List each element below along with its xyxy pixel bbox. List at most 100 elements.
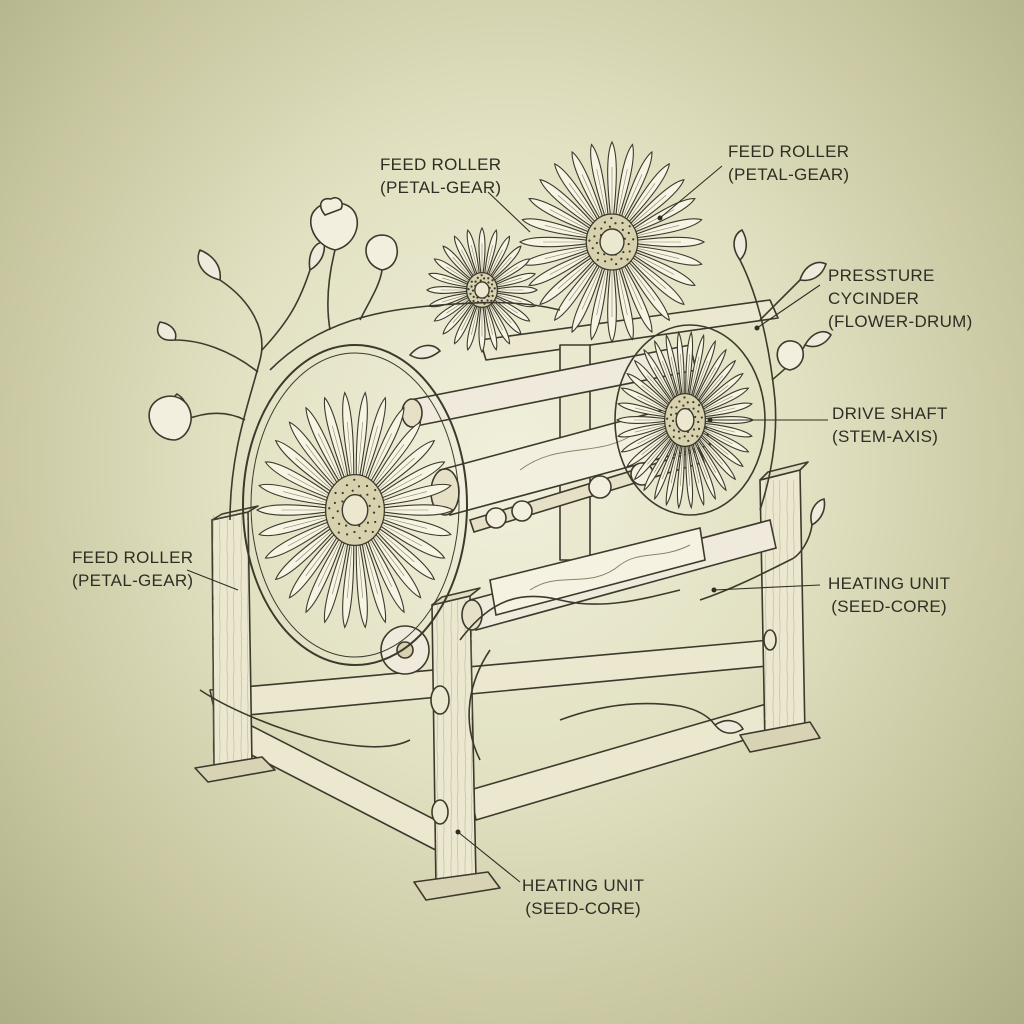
petal-vein: [287, 524, 328, 547]
seed-dot: [480, 274, 483, 277]
seed-dot: [603, 221, 607, 224]
petal-vein: [623, 267, 643, 310]
label-line: CYCINDER: [828, 289, 920, 308]
petal-vein: [283, 517, 326, 529]
petal-vein: [617, 168, 628, 214]
petal-vein: [647, 438, 670, 465]
seed-dot: [678, 437, 681, 440]
seed-dot: [378, 505, 381, 508]
petal-vein: [485, 245, 493, 273]
petal-vein: [647, 375, 670, 402]
petal-vein: [634, 407, 665, 416]
petal: [620, 150, 653, 221]
petal-vein: [596, 168, 607, 214]
petal-vein: [617, 270, 628, 316]
vines: [148, 196, 833, 761]
petal-vein: [497, 294, 522, 303]
seed-dot: [621, 221, 624, 225]
label-line: (PETAL-GEAR): [72, 571, 194, 590]
label-feed-roller-top-right: FEED ROLLER (PETAL-GEAR): [728, 140, 849, 186]
seed-dot: [338, 522, 341, 526]
petal-vein: [364, 425, 379, 476]
petal-vein: [557, 259, 592, 289]
petal-vein: [568, 264, 596, 301]
petal-vein: [623, 174, 643, 217]
petal-vein: [364, 544, 379, 595]
label-feed-roller-top-left: FEED ROLLER (PETAL-GEAR): [380, 153, 501, 199]
seed-dot: [621, 228, 624, 231]
seed-dot: [371, 530, 374, 534]
petal-vein: [317, 433, 341, 479]
petal-vein: [446, 266, 469, 282]
seed-dot: [345, 524, 348, 527]
petal-vein: [287, 473, 328, 496]
flower-gear-back: [615, 330, 755, 510]
petal-vein: [495, 266, 518, 282]
petal-vein: [679, 447, 684, 486]
seed-dot: [480, 299, 483, 302]
petal-vein: [295, 531, 331, 563]
label-line: (SEED-CORE): [831, 597, 947, 616]
petal: [305, 406, 344, 485]
petal-vein: [493, 302, 512, 324]
petal-vein: [347, 546, 353, 599]
petal-vein: [442, 294, 467, 303]
seed-dot: [372, 511, 376, 514]
petal-vein: [549, 209, 589, 230]
petal-vein: [382, 473, 423, 496]
petal-vein: [661, 360, 676, 396]
seed-dot: [346, 533, 349, 536]
seed-dot: [490, 290, 494, 293]
petal-vein: [697, 367, 716, 399]
seed-dot: [487, 295, 490, 298]
petal-vein: [704, 395, 733, 411]
seed-dot: [620, 257, 623, 260]
petal-vein: [641, 385, 668, 406]
petal-vein: [694, 360, 709, 396]
seed-dot: [672, 435, 675, 438]
seed-dot: [692, 407, 695, 410]
petal-vein: [384, 491, 427, 503]
petal-vein: [442, 277, 467, 286]
petal: [631, 250, 696, 286]
petal: [366, 535, 405, 614]
seed-dot: [353, 530, 356, 534]
petal-vein: [581, 174, 601, 217]
seed-dot: [490, 299, 493, 302]
seed-dot: [627, 231, 630, 235]
seed-dot: [604, 260, 607, 263]
seed-dot: [687, 439, 690, 442]
petal-vein: [634, 424, 665, 433]
petal: [620, 426, 669, 453]
seed-dot: [470, 280, 473, 283]
label-line: HEATING UNIT: [828, 574, 951, 593]
seed-dot: [678, 400, 681, 403]
seed-dot: [358, 536, 361, 540]
seed-dot: [615, 262, 618, 266]
petal-vein: [700, 438, 723, 465]
label-line: (FLOWER-DRUM): [828, 312, 973, 331]
petal-vein: [690, 356, 700, 394]
label-line: DRIVE SHAFT: [832, 404, 948, 423]
seed-dot: [471, 289, 475, 292]
seed-dot: [341, 500, 344, 503]
petal: [377, 520, 446, 559]
seed-dot: [486, 299, 489, 302]
petal: [361, 538, 387, 624]
seed-dot: [627, 242, 630, 246]
seed-dot: [472, 295, 475, 298]
seed-dot: [675, 406, 678, 409]
petal-vein: [697, 441, 716, 473]
petal-vein: [544, 248, 587, 259]
petal-vein: [679, 354, 684, 393]
petal: [688, 441, 705, 507]
petal-vein: [596, 270, 607, 316]
seed-dot: [336, 510, 339, 513]
petal-vein: [489, 305, 503, 331]
petal-vein: [461, 249, 475, 275]
seed-dot: [697, 404, 701, 407]
seed-dot: [672, 429, 676, 432]
petal-vein: [704, 429, 733, 445]
seed-dot: [479, 279, 482, 282]
petal: [665, 441, 682, 507]
